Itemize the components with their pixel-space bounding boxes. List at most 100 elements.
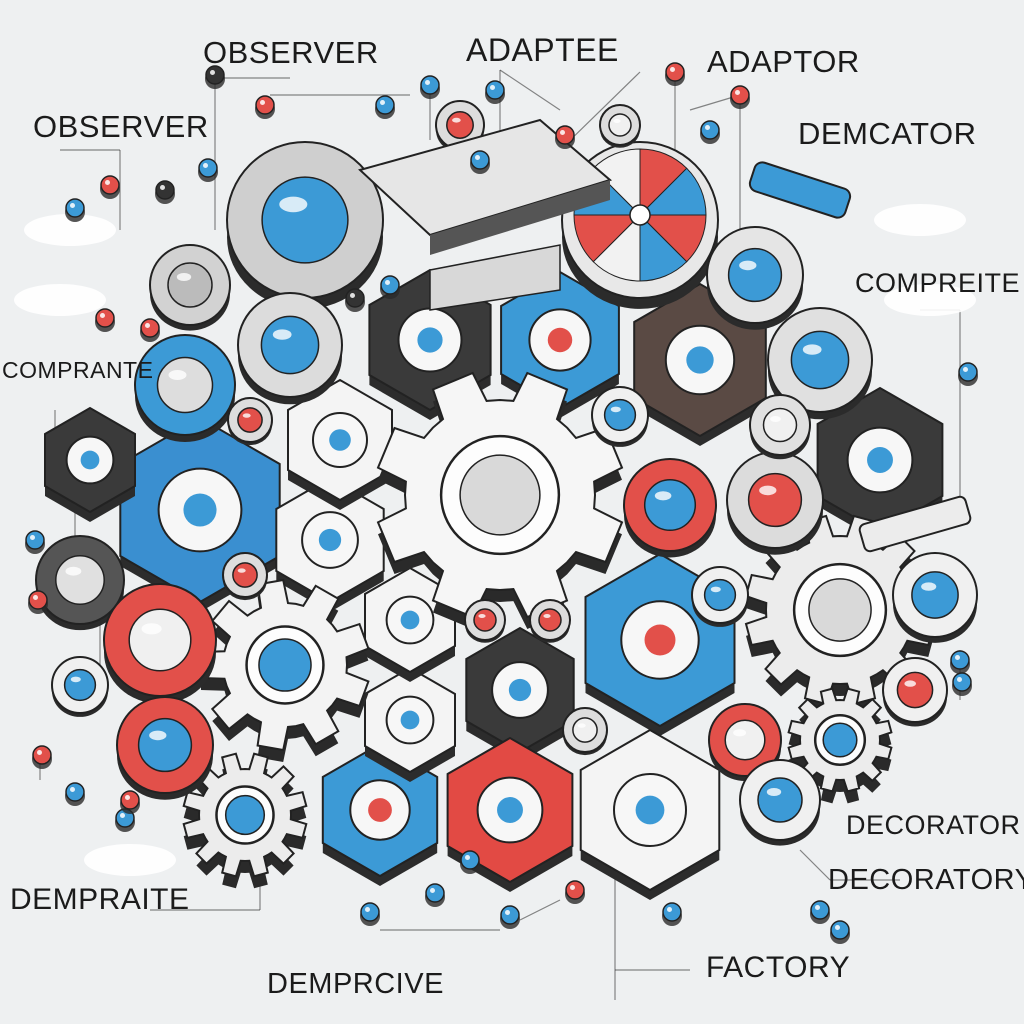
pin-highlight <box>105 180 110 185</box>
gear-core <box>822 722 858 758</box>
pin-highlight <box>380 100 385 105</box>
pin-highlight <box>125 795 130 800</box>
pin-marker-icon <box>565 880 585 900</box>
pin-highlight <box>570 885 575 890</box>
pin-marker-icon <box>198 158 218 178</box>
highlight <box>543 614 551 618</box>
round-button-inner <box>137 717 193 773</box>
highlight <box>710 586 721 593</box>
highlight <box>733 729 747 737</box>
pin-marker-icon <box>155 180 175 200</box>
pin-marker-icon <box>425 883 445 903</box>
pin-highlight <box>835 925 840 930</box>
highlight <box>577 723 586 728</box>
round-button-inner <box>261 176 349 264</box>
nut-center-dot <box>417 327 443 353</box>
round-button-inner <box>603 398 637 432</box>
pin-highlight <box>203 163 208 168</box>
highlight <box>759 485 777 496</box>
nut-center-dot <box>318 528 342 552</box>
cloud-icon <box>874 204 966 236</box>
round-button-inner <box>55 555 105 605</box>
round-button-inner <box>446 111 474 139</box>
round-button-inner <box>232 562 258 588</box>
highlight <box>478 614 486 618</box>
gear-core <box>224 794 266 836</box>
highlight <box>770 416 781 422</box>
round-button-inner <box>260 315 320 375</box>
gear-core <box>459 454 541 536</box>
highlight <box>904 680 916 687</box>
pin-marker-icon <box>810 900 830 920</box>
pin-marker-icon <box>255 95 275 115</box>
pin-marker-icon <box>360 902 380 922</box>
nut-center-dot <box>547 327 573 353</box>
pin-highlight <box>30 535 35 540</box>
round-button-inner <box>703 578 737 612</box>
round-button-inner <box>608 113 632 137</box>
pin-marker-icon <box>28 590 48 610</box>
nut-center-dot <box>644 624 676 656</box>
round-button-inner <box>237 407 263 433</box>
pin-marker-icon <box>345 288 365 308</box>
pin-highlight <box>667 907 672 912</box>
pin-marker-icon <box>95 308 115 328</box>
pin-highlight <box>955 655 960 660</box>
pin-marker-icon <box>665 62 685 82</box>
highlight <box>242 413 251 418</box>
pin-marker-icon <box>500 905 520 925</box>
nut-center-dot <box>368 798 392 822</box>
round-button-inner <box>747 472 803 528</box>
pin-highlight <box>815 905 820 910</box>
tag-plate <box>858 495 972 553</box>
connector-line <box>499 69 561 111</box>
color-wheel-icon <box>638 167 707 216</box>
connector-line <box>799 849 831 881</box>
label-comprante-left: COMPRANTE <box>2 357 154 383</box>
label-demprcive: DEMPRCIVE <box>267 968 444 1000</box>
pin-highlight <box>33 595 38 600</box>
pin-marker-icon <box>830 920 850 940</box>
label-demcator: DEMCATOR <box>798 116 977 151</box>
pin-highlight <box>505 910 510 915</box>
nut-center-dot <box>329 429 351 451</box>
pin-highlight <box>735 90 740 95</box>
pin-highlight <box>120 813 125 818</box>
nut-center-dot <box>686 346 714 374</box>
round-button-inner <box>896 671 934 709</box>
color-wheel-center <box>629 204 651 226</box>
panel-side <box>430 180 610 255</box>
label-adaptee: ADAPTEE <box>466 32 619 68</box>
nut-center-dot <box>635 795 665 825</box>
label-decorator-upper: DECORATOR <box>846 810 1021 840</box>
pin-marker-icon <box>952 672 972 692</box>
round-button-inner <box>63 668 97 702</box>
pin-marker-icon <box>555 125 575 145</box>
label-decoratory: DECORATORY <box>828 864 1024 896</box>
pin-highlight <box>490 85 495 90</box>
round-button-inner <box>538 608 562 632</box>
pin-highlight <box>70 787 75 792</box>
label-adaptor: ADAPTOR <box>707 44 860 79</box>
label-demprate: DEMPRAITE <box>10 883 190 916</box>
pin-marker-icon <box>205 65 225 85</box>
pin-marker-icon <box>950 650 970 670</box>
pin-highlight <box>705 125 710 130</box>
panel-block-lower <box>429 244 561 311</box>
cloud-icon <box>84 844 176 876</box>
pin-marker-icon <box>375 95 395 115</box>
label-factory: FACTORY <box>706 951 851 984</box>
pin-highlight <box>963 367 968 372</box>
highlight <box>149 730 167 741</box>
pin-marker-icon <box>730 85 750 105</box>
pin-marker-icon <box>460 850 480 870</box>
label-comprite-right: COMPREITE <box>855 268 1021 298</box>
highlight <box>610 406 621 413</box>
round-button-inner <box>911 571 959 619</box>
round-button-inner <box>572 717 598 743</box>
pin-highlight <box>160 185 165 190</box>
nut-center-dot <box>497 797 523 823</box>
pin-highlight <box>957 677 962 682</box>
highlight <box>766 788 782 796</box>
